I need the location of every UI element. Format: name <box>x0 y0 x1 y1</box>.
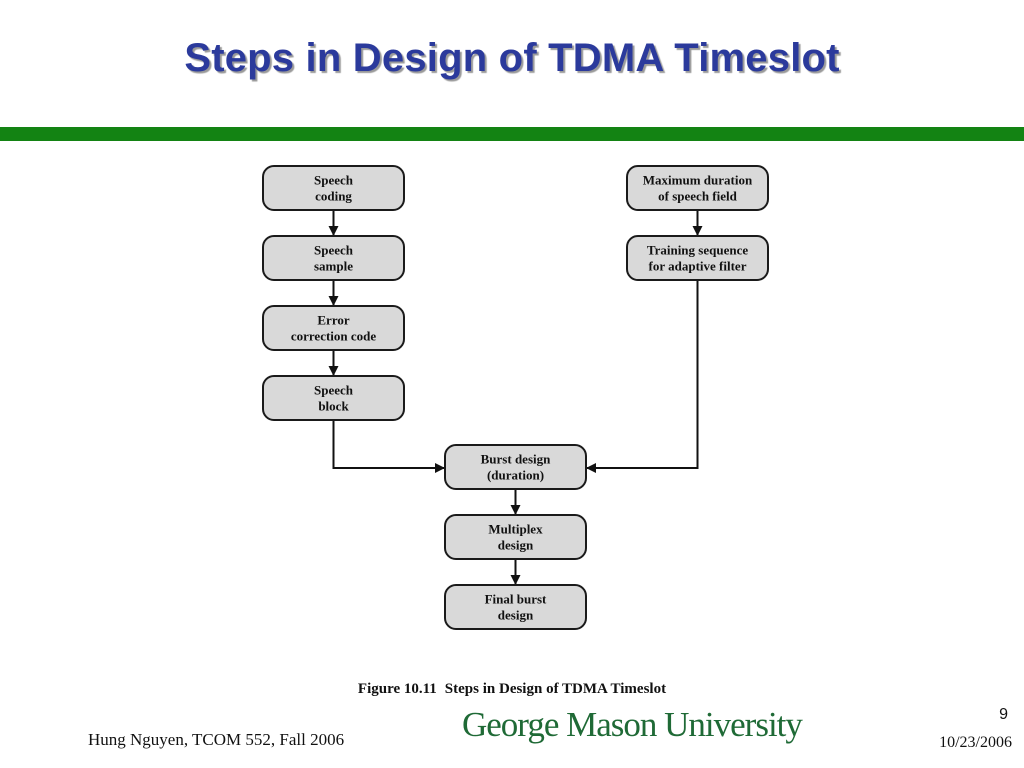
node-label-line: Training sequence <box>647 243 748 258</box>
page-number: 9 <box>999 706 1008 723</box>
node-label-line: for adaptive filter <box>649 259 747 274</box>
node-box <box>444 584 587 630</box>
node-label-line: block <box>318 399 349 414</box>
university-logo: George Mason University <box>462 705 803 744</box>
node-label-line: Multiplex <box>488 522 543 537</box>
node-box <box>262 235 405 281</box>
node-box <box>262 375 405 421</box>
node-label-line: Speech <box>314 383 354 398</box>
node-label-line: of speech field <box>658 189 737 204</box>
node-label-line: (duration) <box>487 468 544 483</box>
node-label-line: design <box>498 538 534 553</box>
node-box <box>626 235 769 281</box>
node-label-line: correction code <box>291 329 377 344</box>
node-label-line: Final burst <box>485 592 547 607</box>
node-label-line: Maximum duration <box>643 173 753 188</box>
footer-author-course: Hung Nguyen, TCOM 552, Fall 2006 <box>88 730 345 749</box>
edge-training-sequence-to-burst-design <box>586 280 699 473</box>
node-box <box>262 165 405 211</box>
node-label-line: Speech <box>314 243 354 258</box>
node-label-line: coding <box>315 189 352 204</box>
node-box <box>444 514 587 560</box>
node-burst-design: Burst design(duration) <box>444 444 587 490</box>
node-label-line: design <box>498 608 534 623</box>
figure-caption-text: Steps in Design of TDMA Timeslot <box>444 681 667 697</box>
footer-date: 10/23/2006 <box>939 734 1012 751</box>
node-label-line: Burst design <box>481 452 551 467</box>
node-label-line: Error <box>317 313 349 328</box>
node-label-line: Speech <box>314 173 354 188</box>
figure-caption: Figure 10.11 Steps in Design of TDMA Time… <box>0 681 1024 698</box>
node-box <box>444 444 587 490</box>
node-box <box>262 305 405 351</box>
figure-number: Figure 10.11 <box>357 681 437 697</box>
edge-speech-block-to-burst-design <box>332 420 445 473</box>
node-box <box>626 165 769 211</box>
title-divider-bar <box>0 127 1024 141</box>
slide-title: Steps in Design of TDMA Timeslot <box>184 36 840 80</box>
node-label-line: sample <box>314 259 353 274</box>
